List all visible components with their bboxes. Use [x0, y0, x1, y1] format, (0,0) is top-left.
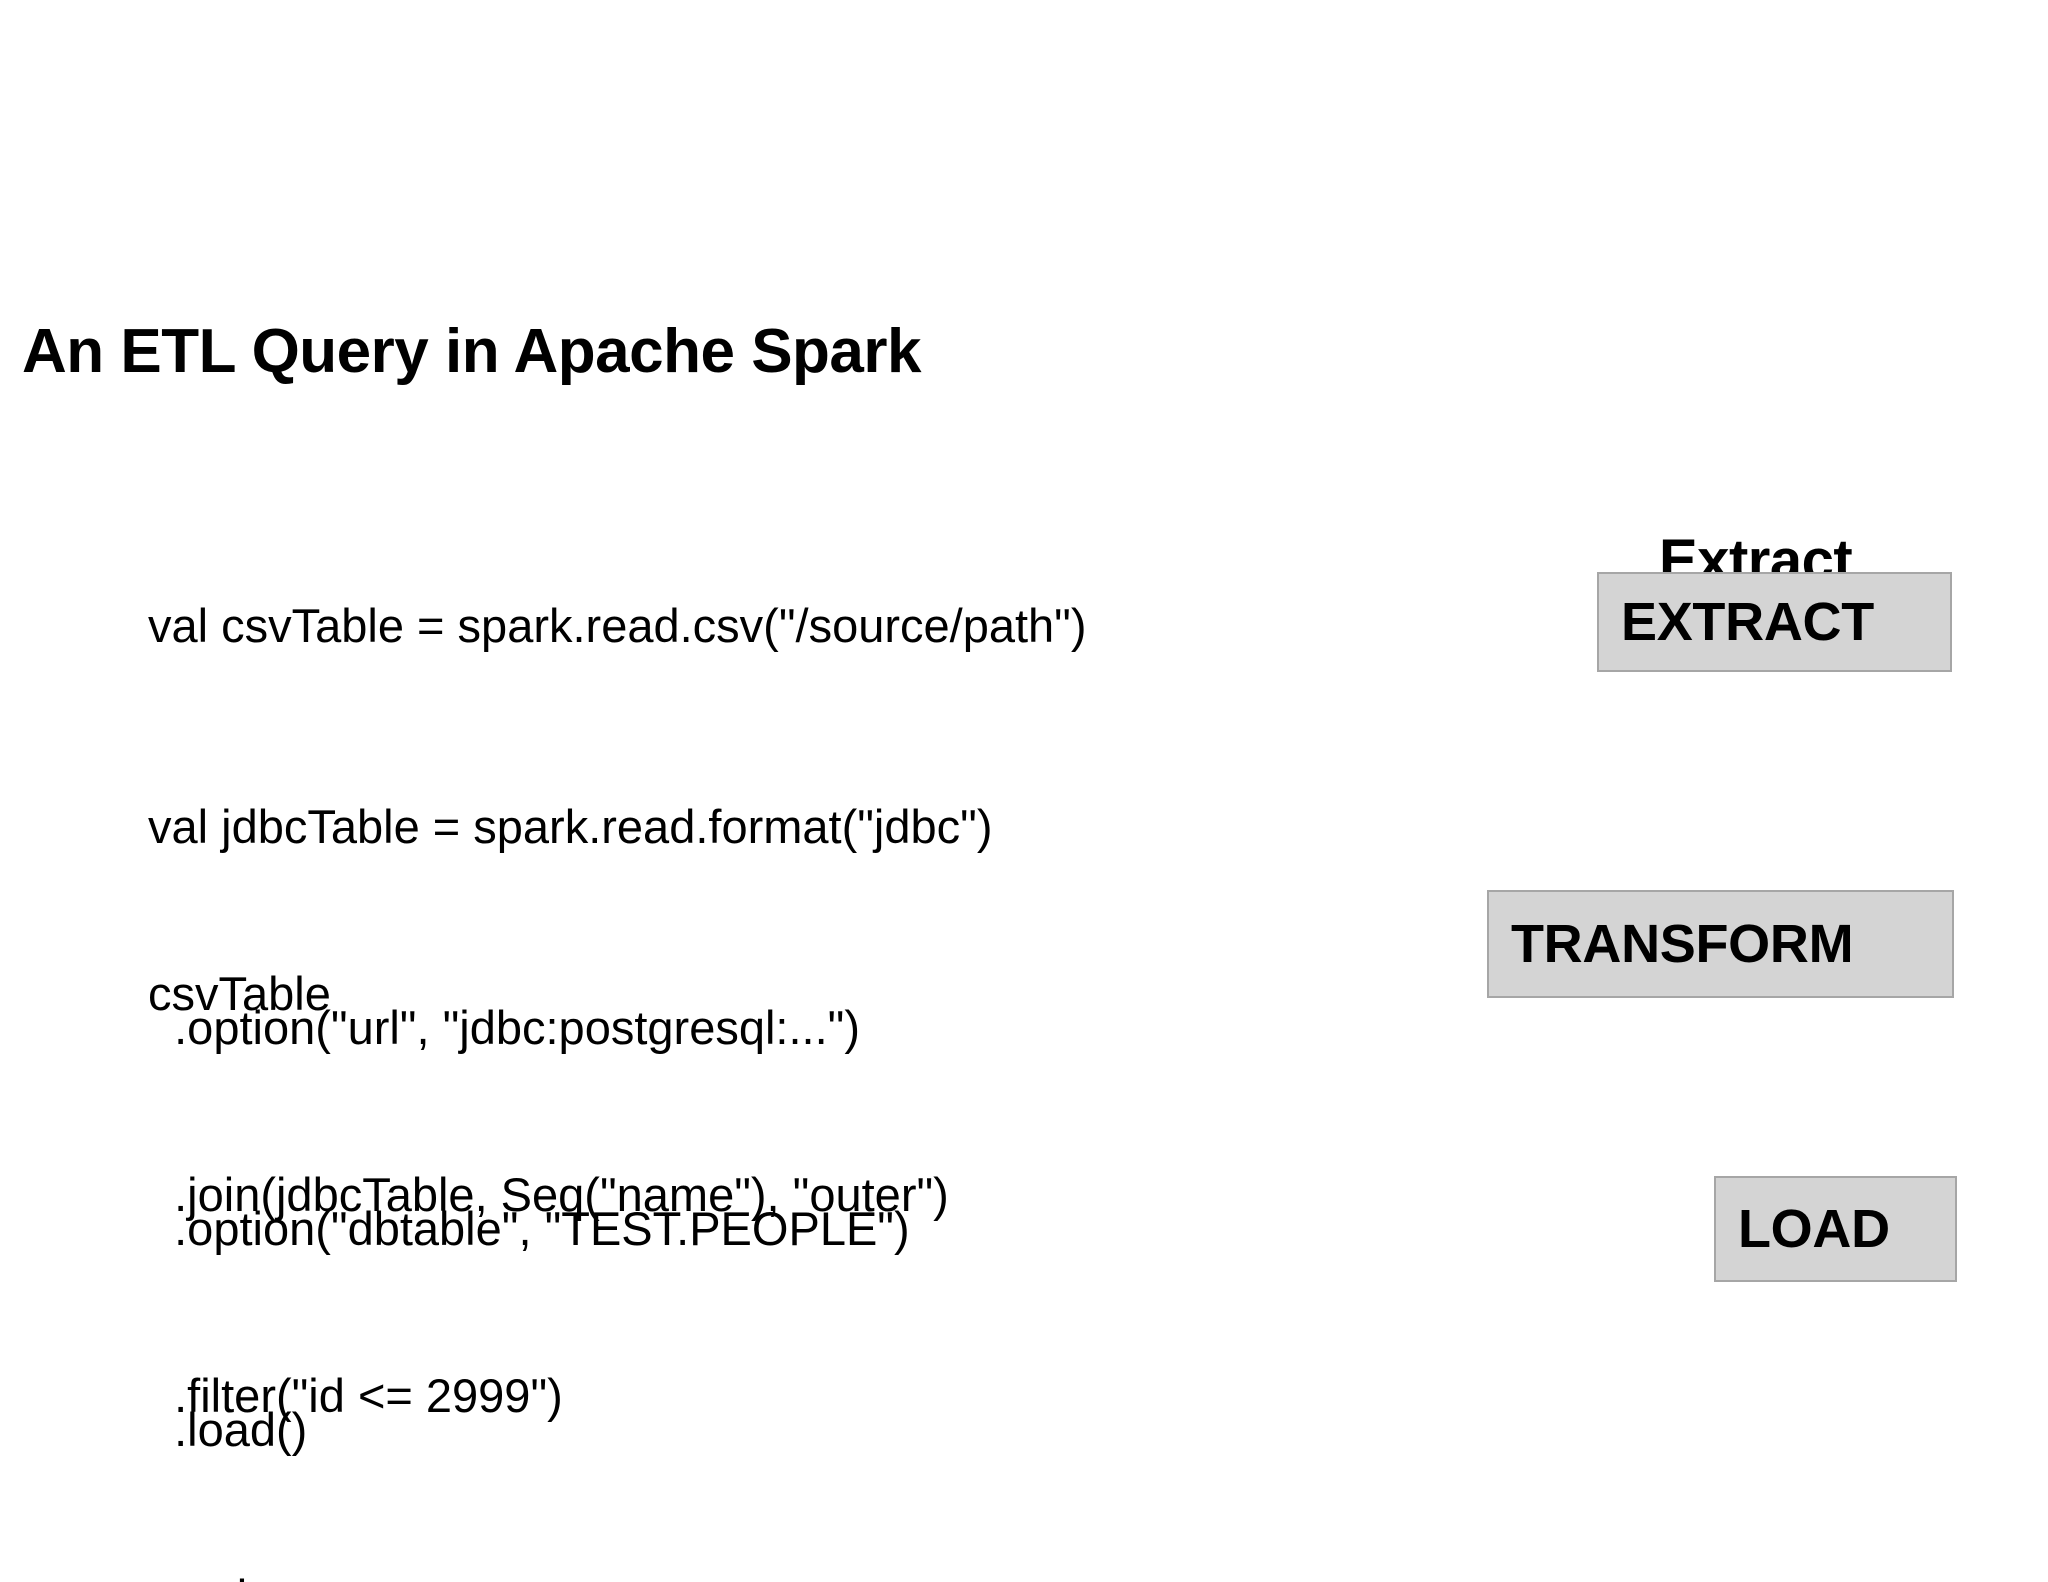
code-block-extract: val csvTable = spark.read.csv("/source/p…	[148, 458, 1087, 1582]
etl-stage-extract-label: EXTRACT	[1621, 592, 1874, 652]
page-title: An ETL Query in Apache Spark	[22, 317, 922, 386]
code-line: csvTable	[148, 967, 331, 1020]
etl-stage-load: LOAD	[1714, 1176, 1957, 1282]
etl-stage-extract: EXTRACT	[1597, 572, 1952, 672]
code-line: val jdbcTable = spark.read.format("jdbc"…	[148, 800, 993, 853]
etl-stage-load-label: LOAD	[1738, 1199, 1890, 1259]
code-line: .option("url", "jdbc:postgresql:...")	[148, 1001, 860, 1054]
code-line: .load()	[148, 1403, 308, 1456]
code-block-transform-load: csvTable .join(jdbcTable, Seq("name"), "…	[148, 826, 949, 1582]
etl-stage-transform: TRANSFORM	[1487, 890, 1954, 998]
code-line: .filter("id <= 2999")	[148, 1369, 563, 1422]
code-line: .join(jdbcTable, Seq("name"), "outer")	[148, 1168, 949, 1221]
code-line: .option("dbtable", "TEST.PEOPLE")	[148, 1202, 910, 1255]
code-line: .write	[148, 1563, 949, 1582]
code-line: val csvTable = spark.read.csv("/source/p…	[148, 599, 1087, 652]
etl-stage-transform-label: TRANSFORM	[1511, 914, 1854, 974]
